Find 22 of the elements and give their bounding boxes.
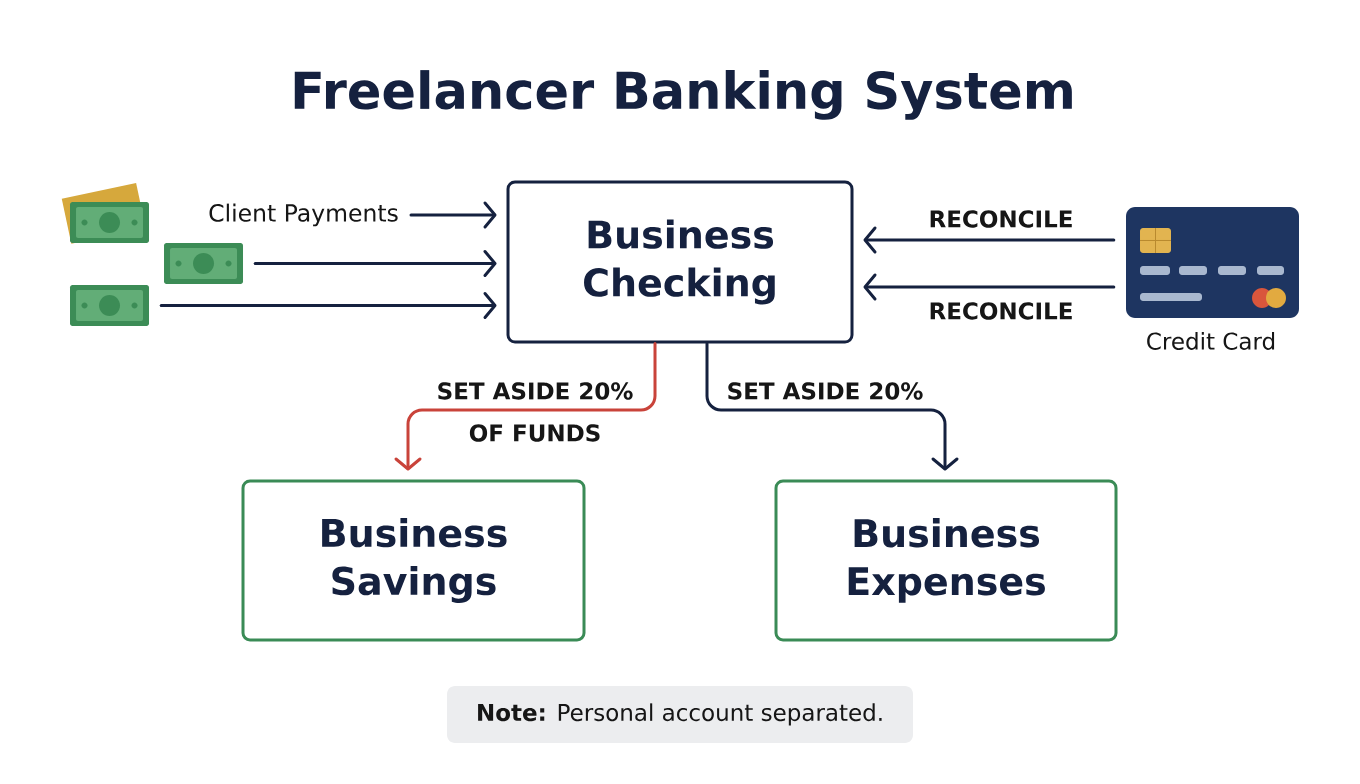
arrow	[394, 342, 657, 471]
edge-label: SET ASIDE 20%	[728, 382, 923, 400]
account-box: Business Expenses	[774, 479, 1118, 642]
arrow	[253, 250, 497, 277]
edge-label: SET ASIDE 20% OF FUNDS	[438, 382, 633, 442]
edge-label: RECONCILE	[930, 210, 1072, 228]
credit-card-icon	[1126, 207, 1299, 318]
cash-icon	[70, 285, 149, 326]
arrow	[705, 342, 959, 471]
arrow	[409, 201, 497, 229]
note-box: Note: Personal account separated.	[447, 686, 913, 743]
cash-icon	[61, 183, 149, 244]
title: Freelancer Banking System	[294, 70, 1072, 120]
account-box: Business Checking	[506, 180, 854, 344]
arrow	[863, 226, 1116, 254]
cash-icon	[164, 243, 243, 284]
source-label: Client Payments	[209, 203, 398, 227]
arrow	[863, 273, 1116, 301]
edge-label: RECONCILE	[930, 302, 1072, 320]
arrow	[159, 292, 497, 319]
card-label: Credit Card	[1147, 332, 1275, 350]
account-box: Business Savings	[241, 479, 586, 642]
